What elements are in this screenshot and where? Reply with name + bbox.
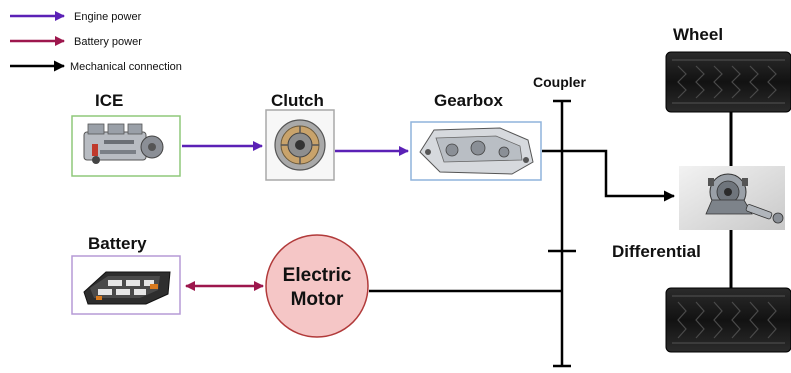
legend-mechanical-label: Mechanical connection [70,61,182,73]
clutch-component [265,109,335,181]
differential-component [679,166,785,230]
electric-motor-component: Electric Motor [265,234,369,338]
differential-label: Differential [612,242,701,261]
electric-motor-label-line1: Electric [283,265,352,286]
coupler-label: Coupler [533,74,586,90]
clutch-label: Clutch [271,91,324,110]
ice-component [71,115,181,177]
legend-battery-label: Battery power [74,36,142,48]
clutch-disc-icon [274,119,326,171]
electric-motor-label-line2: Motor [291,289,344,310]
gearbox-housing-icon [419,127,534,175]
electric-motor-circle [265,234,369,338]
battery-label: Battery [88,234,147,253]
battery-component [71,255,181,315]
gearbox-component [410,121,542,181]
tire-icon [665,287,791,353]
wheel-label: Wheel [673,25,723,44]
battery-pack-icon [83,271,171,305]
gearbox-to-differential-connection [542,149,675,202]
legend-engine-label: Engine power [74,11,142,23]
engine-block-icon [83,123,164,164]
gearbox-label: Gearbox [434,91,504,110]
tire-icon [665,51,791,113]
ice-label: ICE [95,91,123,110]
legend: Engine power Battery power Mechanical co… [10,11,182,73]
differential-gear-icon [705,173,784,224]
